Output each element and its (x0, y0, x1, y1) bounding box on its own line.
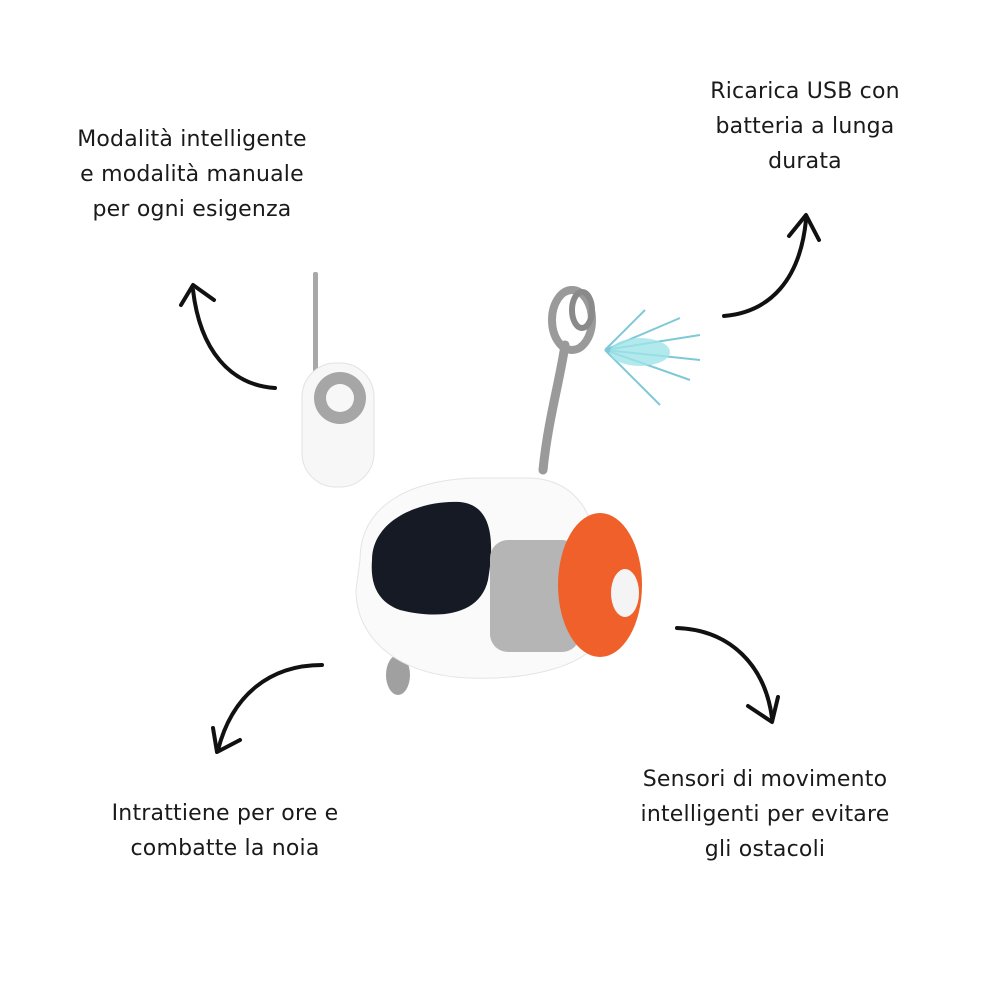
caption-line: Sensori di movimento (642, 767, 888, 792)
arrow-bottom-left-head (211, 726, 242, 754)
remote-control-image (301, 272, 375, 488)
arrow-top-left (191, 288, 277, 390)
caption-line: combatte la noia (130, 836, 320, 861)
arrow-bottom-right (675, 626, 774, 720)
cat-toy-car-image (355, 477, 642, 695)
feature-modes-caption: Modalità intelligente e modalità manuale… (42, 122, 342, 227)
caption-line: batteria a lunga (715, 114, 895, 139)
caption-line: e modalità manuale (80, 162, 304, 187)
caption-line: per ogni esigenza (92, 197, 292, 222)
arrow-top-right (722, 218, 808, 318)
caption-line: durata (768, 149, 842, 174)
feature-usb-caption: Ricarica USB con batteria a lunga durata (655, 74, 955, 179)
arrow-bottom-right-head (746, 695, 780, 724)
caption-line: Modalità intelligente (77, 127, 307, 152)
caption-line: intelligenti per evitare (640, 802, 890, 827)
arrow-bottom-left (216, 663, 324, 752)
caption-line: Intrattiene per ore e (111, 801, 339, 826)
feature-entertain-caption: Intrattiene per ore e combatte la noia (75, 796, 375, 866)
feature-sensors-caption: Sensori di movimento intelligenti per ev… (615, 762, 915, 867)
feather-wand-image (538, 286, 701, 475)
caption-line: Ricarica USB con (710, 79, 900, 104)
arrow-top-left-head (179, 283, 216, 307)
arrow-top-right-head (787, 213, 821, 242)
caption-line: gli ostacoli (704, 837, 826, 862)
